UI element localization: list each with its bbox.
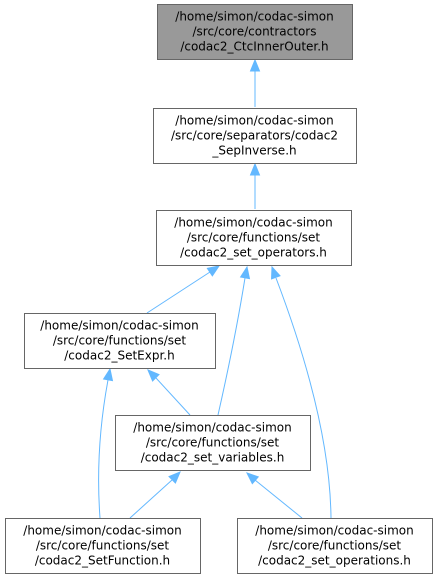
edge-layer: [98, 58, 332, 519]
arrowhead-sep_inverse-to-inner_outer: [249, 58, 261, 72]
node-label-line: /codac2_set_operations.h: [258, 554, 411, 568]
node-box: [156, 210, 352, 266]
node-label-line: /codac2_SetFunction.h: [35, 554, 170, 568]
arrowhead-set_operations-to-set_operators: [271, 265, 281, 280]
node-inner-outer: /home/simon/codac-simon/src/core/contrac…: [157, 4, 353, 60]
node-label-line: /src/core/functions/set: [187, 231, 321, 245]
node-label-line: /home/simon/codac-simon: [255, 524, 413, 538]
arrowhead-set_variables-to-set_expr: [147, 369, 160, 382]
node-label-line: _SepInverse.h: [211, 144, 296, 158]
node-label-line: /codac2_SetExpr.h: [64, 349, 174, 363]
node-box: [153, 108, 357, 164]
node-label-line: /home/simon/codac-simon: [175, 114, 333, 128]
node-box: [115, 415, 311, 471]
node-label-line: /src/core/functions/set: [53, 334, 187, 348]
node-sep-inverse[interactable]: /home/simon/codac-simon/src/core/separat…: [153, 108, 357, 164]
edge-set_expr-to-set_operators: [146, 271, 211, 314]
arrowhead-set_expr-to-set_operators: [206, 265, 221, 277]
node-label-line: /codac2_CtcInnerOuter.h: [180, 40, 328, 54]
node-box: [157, 4, 353, 60]
node-label-line: /src/core/contractors: [192, 25, 316, 39]
node-label-line: /home/simon/codac-simon: [40, 319, 198, 333]
node-set-operators[interactable]: /home/simon/codac-simon/src/core/functio…: [156, 210, 352, 266]
arrowhead-set_function-to-set_variables: [168, 471, 181, 484]
node-label-line: /home/simon/codac-simon: [23, 524, 181, 538]
edge-set_operations-to-set_operators: [275, 277, 332, 519]
edge-set_function-to-set_expr: [98, 379, 109, 519]
arrowhead-set_variables-to-set_operators: [239, 265, 251, 280]
node-label-line: /src/core/separators/codac2: [171, 129, 338, 143]
node-set-operations[interactable]: /home/simon/codac-simon/src/core/functio…: [237, 518, 433, 574]
node-set-variables[interactable]: /home/simon/codac-simon/src/core/functio…: [115, 415, 311, 471]
arrowhead-set_operations-to-set_variables: [246, 472, 260, 485]
edge-set_function-to-set_variables: [129, 479, 173, 519]
node-set-function[interactable]: /home/simon/codac-simon/src/core/functio…: [5, 518, 201, 574]
arrowhead-set_function-to-set_expr: [102, 367, 114, 382]
node-label-line: /codac2_set_variables.h: [141, 451, 285, 465]
node-box: [237, 518, 433, 574]
node-box: [5, 518, 201, 574]
node-layer: /home/simon/codac-simon/src/core/contrac…: [5, 4, 433, 574]
arrowhead-set_operators-to-sep_inverse: [249, 162, 261, 176]
edge-set_variables-to-set_expr: [155, 377, 191, 416]
node-set-expr[interactable]: /home/simon/codac-simon/src/core/functio…: [24, 313, 216, 369]
node-box: [24, 313, 216, 369]
edge-set_variables-to-set_operators: [217, 277, 246, 416]
edge-set_operations-to-set_variables: [254, 479, 303, 519]
node-label-line: /src/core/functions/set: [36, 539, 170, 553]
node-label-line: /home/simon/codac-simon: [133, 421, 291, 435]
node-label-line: /src/core/functions/set: [268, 539, 402, 553]
node-label-line: /codac2_set_operators.h: [180, 246, 327, 260]
node-label-line: /home/simon/codac-simon: [174, 216, 332, 230]
node-label-line: /src/core/functions/set: [146, 436, 280, 450]
node-label-line: /home/simon/codac-simon: [175, 10, 333, 24]
